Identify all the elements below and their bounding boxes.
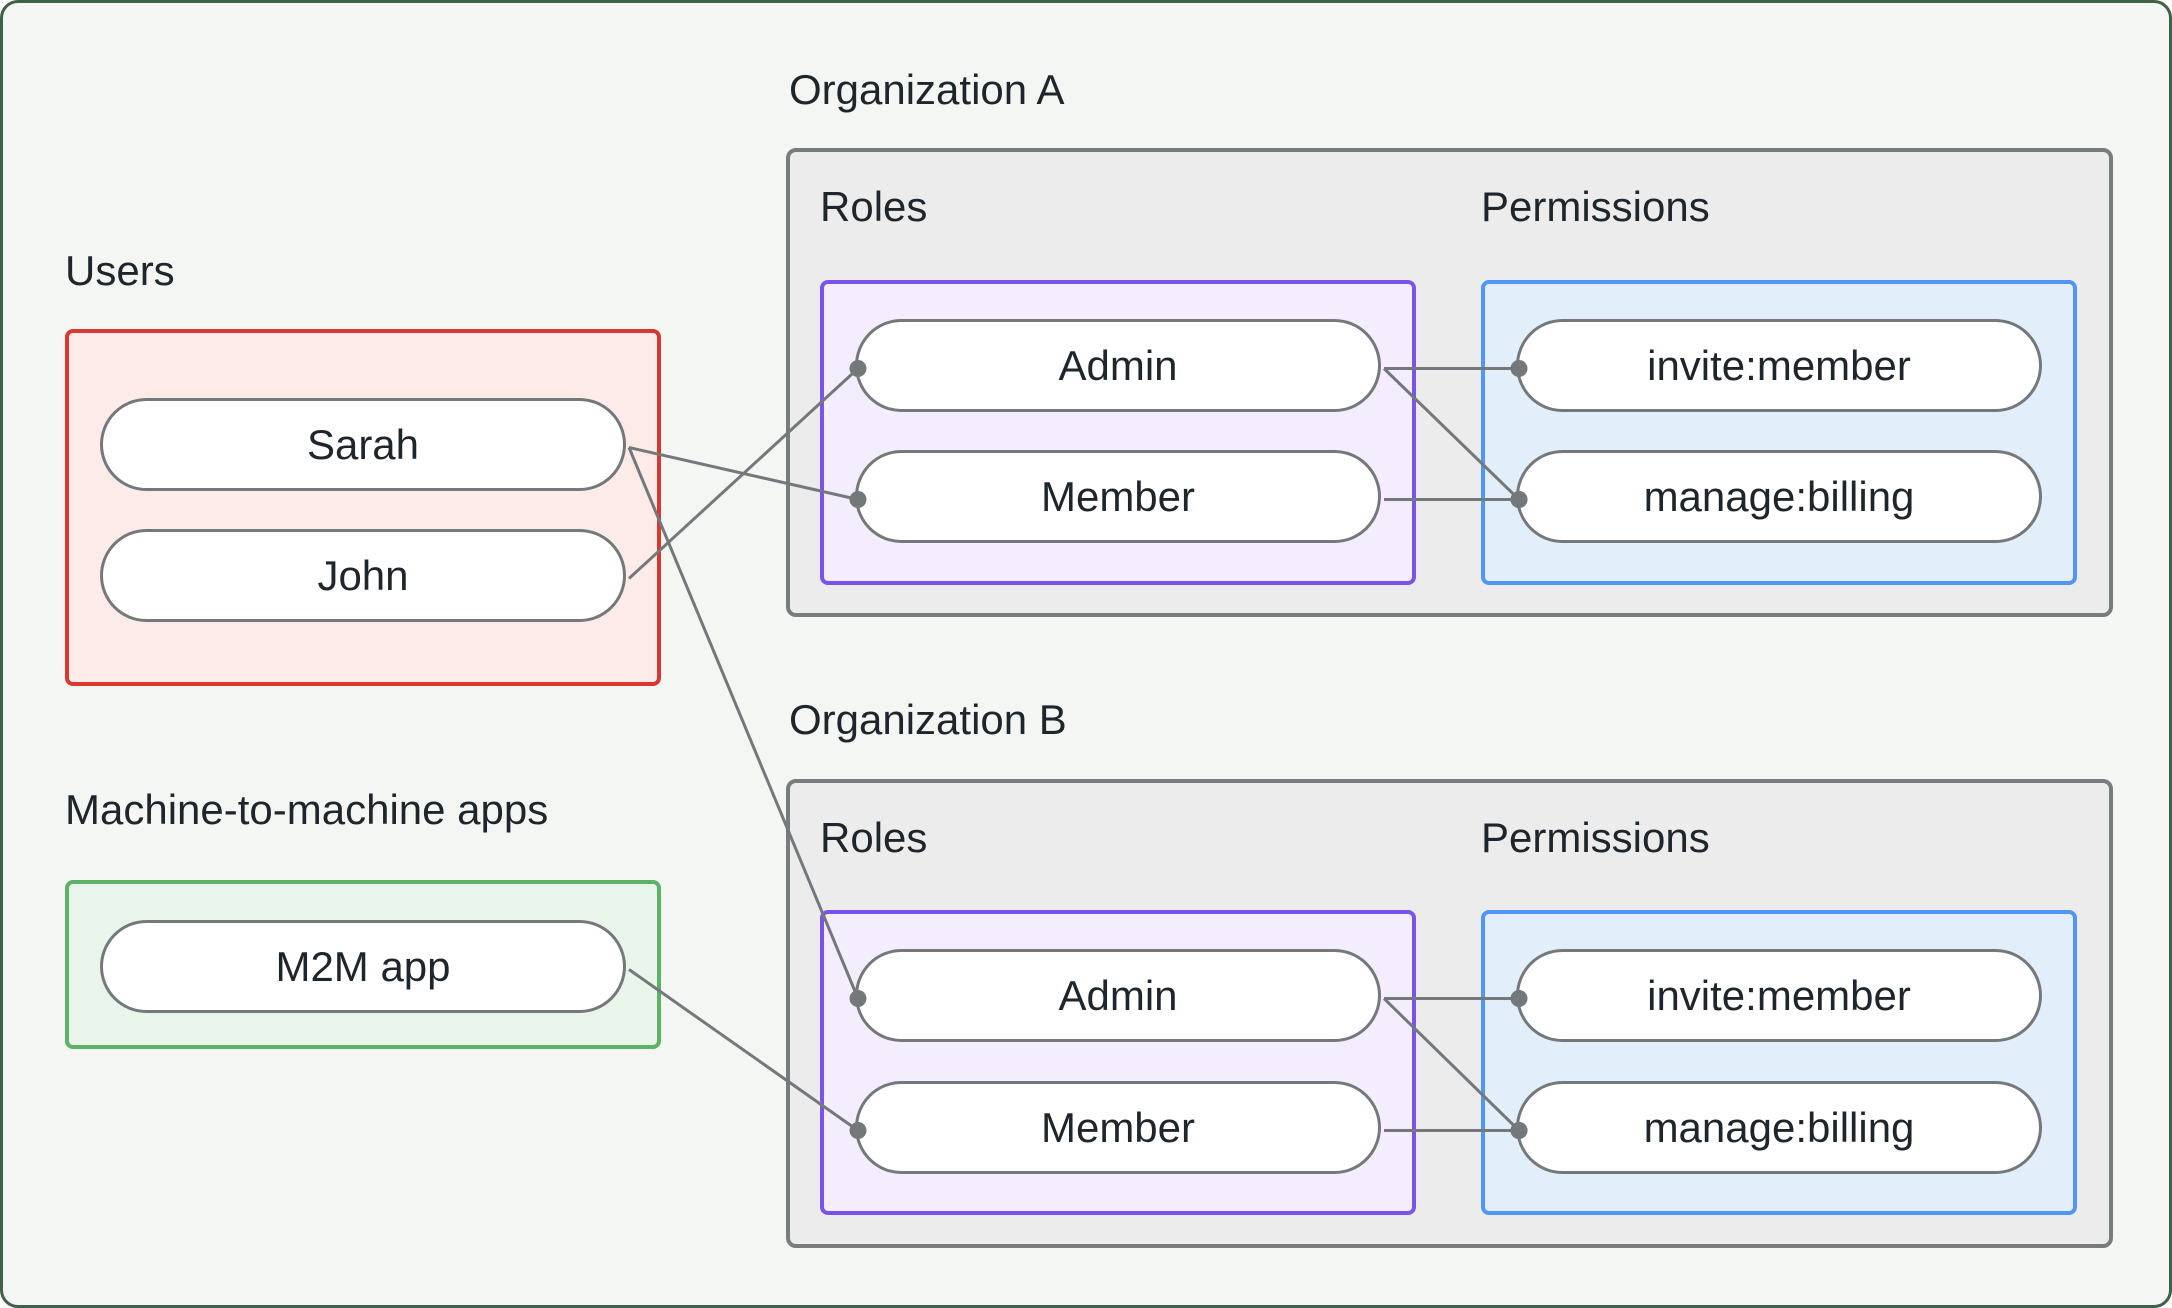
node-org-b-member-label: Member — [1040, 1103, 1196, 1151]
org-b-title: Organization B — [789, 696, 1067, 743]
node-org-b-member: Member — [855, 1081, 1381, 1174]
node-org-b-manage-billing: manage:billing — [1516, 1081, 2042, 1174]
users-group-box — [65, 329, 661, 686]
node-org-a-admin-label: Admin — [1058, 341, 1178, 389]
node-org-a-invite-member-label: invite:member — [1647, 341, 1911, 389]
org-b-permissions-label: Permissions — [1481, 814, 1710, 861]
node-sarah: Sarah — [100, 398, 626, 491]
org-a-roles-label: Roles — [820, 183, 928, 230]
node-org-a-manage-billing-label: manage:billing — [1643, 472, 1915, 520]
node-org-a-manage-billing: manage:billing — [1516, 450, 2042, 543]
users-group-title: Users — [65, 247, 175, 294]
node-org-b-manage-billing-label: manage:billing — [1643, 1103, 1915, 1151]
node-org-a-member-label: Member — [1040, 472, 1196, 520]
node-john: John — [100, 529, 626, 622]
node-sarah-label: Sarah — [306, 420, 420, 468]
node-org-a-member: Member — [855, 450, 1381, 543]
node-m2m-app-label: M2M app — [275, 942, 451, 990]
node-org-a-admin: Admin — [855, 319, 1381, 412]
m2m-group-title: Machine-to-machine apps — [65, 786, 549, 833]
org-b-roles-label: Roles — [820, 814, 928, 861]
node-john-label: John — [317, 551, 409, 599]
org-a-title: Organization A — [789, 66, 1065, 113]
org-a-permissions-label: Permissions — [1481, 183, 1710, 230]
node-org-b-invite-member: invite:member — [1516, 949, 2042, 1042]
node-org-b-admin: Admin — [855, 949, 1381, 1042]
node-org-a-invite-member: invite:member — [1516, 319, 2042, 412]
node-org-b-invite-member-label: invite:member — [1647, 971, 1911, 1019]
node-m2m-app: M2M app — [100, 920, 626, 1013]
node-org-b-admin-label: Admin — [1058, 971, 1178, 1019]
